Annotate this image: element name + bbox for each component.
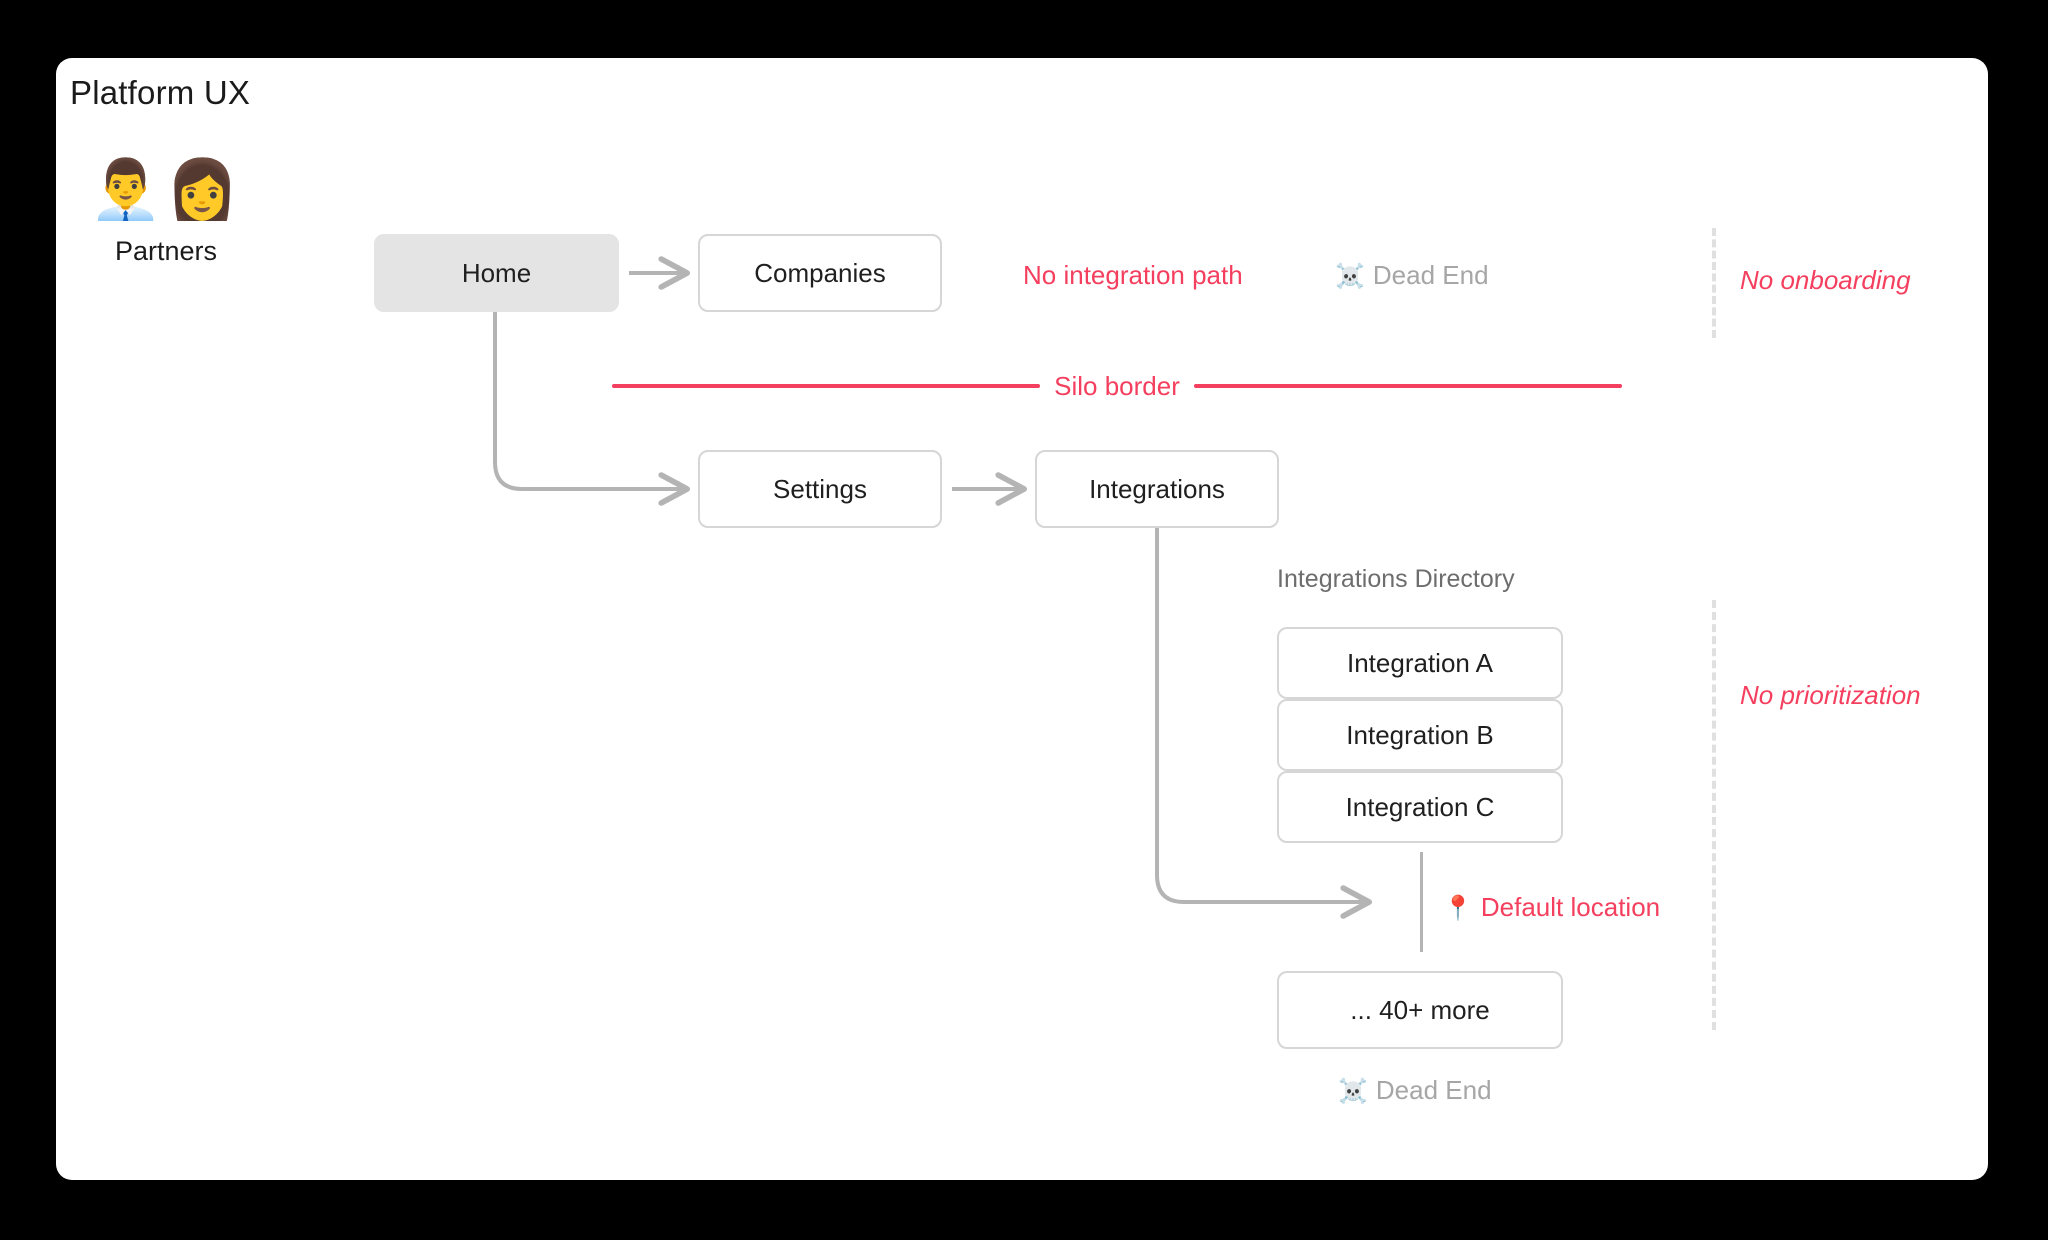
default-location-connector	[1420, 852, 1423, 952]
partners-emoji-icon: 👨‍💼👩	[89, 155, 243, 223]
annotation-no-prioritization: No prioritization	[1740, 680, 1921, 710]
node-home[interactable]: Home	[374, 234, 619, 312]
silo-border-rule-left	[612, 384, 1041, 388]
divider-dashed-top	[1712, 228, 1716, 338]
page-title: Platform UX	[70, 74, 251, 111]
node-more-integrations[interactable]: ... 40+ more	[1277, 971, 1563, 1049]
node-integration-b[interactable]: Integration B	[1277, 699, 1563, 771]
silo-border-label: Silo border	[1054, 370, 1180, 401]
persona-partners: 👨‍💼👩 Partners	[76, 160, 256, 267]
default-location-label: Default location	[1480, 892, 1661, 922]
annotation-no-integration-path: No integration path	[1023, 260, 1243, 290]
divider-dashed-bottom	[1712, 600, 1716, 1030]
partners-label: Partners	[114, 236, 218, 266]
dead-end-top-label: Dead End	[1372, 260, 1489, 290]
annotation-dead-end-bottom: ☠️ Dead End	[1338, 1075, 1492, 1106]
node-integration-c[interactable]: Integration C	[1277, 771, 1563, 843]
node-integrations[interactable]: Integrations	[1035, 450, 1279, 528]
annotation-dead-end-top: ☠️ Dead End	[1335, 260, 1489, 291]
annotation-no-onboarding: No onboarding	[1740, 265, 1911, 295]
diagram-canvas	[56, 58, 1988, 1180]
node-integration-a[interactable]: Integration A	[1277, 627, 1563, 699]
skull-icon: ☠️	[1338, 1076, 1368, 1105]
annotation-default-location: 📍 Default location	[1443, 892, 1660, 923]
integrations-directory-heading: Integrations Directory	[1277, 565, 1515, 593]
silo-border-rule-right	[1193, 384, 1623, 388]
map-pin-icon: 📍	[1443, 893, 1473, 922]
node-settings[interactable]: Settings	[698, 450, 942, 528]
node-companies[interactable]: Companies	[698, 234, 942, 312]
skull-icon: ☠️	[1335, 261, 1365, 290]
silo-border-divider: Silo border	[612, 366, 1623, 406]
dead-end-bottom-label: Dead End	[1375, 1075, 1492, 1105]
